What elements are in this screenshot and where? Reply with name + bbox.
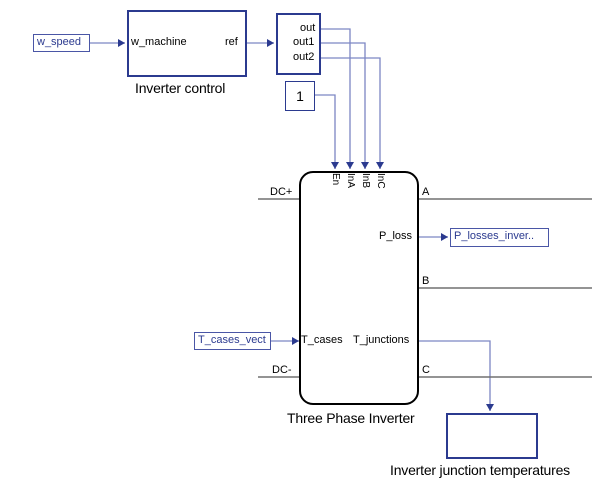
demux-block[interactable]	[276, 13, 321, 75]
p-losses-tag[interactable]: P_losses_inver..	[450, 228, 549, 247]
inverter-port-p-loss: P_loss	[379, 230, 413, 242]
wire-out[interactable]	[320, 28, 354, 169]
demux-port-out: out	[300, 22, 316, 34]
inverter-port-en: En	[330, 173, 341, 186]
inverter-port-c: C	[422, 364, 430, 376]
inverter-caption: Three Phase Inverter	[287, 410, 415, 426]
inverter-control-block[interactable]	[127, 10, 247, 77]
inverter-control-input-port: w_machine	[131, 36, 187, 48]
inverter-port-t-junctions: T_junctions	[353, 334, 410, 346]
inverter-port-ina: InA	[345, 173, 356, 189]
inverter-port-dc-plus: DC+	[270, 186, 293, 198]
scope-caption: Inverter junction temperatures	[390, 462, 570, 478]
inverter-port-a: A	[422, 186, 430, 198]
demux-port-out2: out2	[293, 51, 315, 63]
inverter-port-t-cases: T_cases	[301, 334, 343, 346]
inverter-port-dc-minus: DC-	[272, 364, 292, 376]
inverter-control-caption: Inverter control	[135, 80, 226, 96]
wire-enable[interactable]	[314, 94, 339, 169]
three-phase-inverter-block[interactable]	[299, 171, 419, 405]
inverter-port-inc: InC	[375, 173, 386, 189]
wire-t-junctions[interactable]	[418, 340, 494, 411]
inverter-port-b: B	[422, 275, 430, 287]
t-cases-tag[interactable]: T_cases_vect	[194, 332, 271, 350]
w-speed-tag[interactable]: w_speed	[33, 34, 90, 52]
wire-out2[interactable]	[320, 57, 384, 169]
constant-block[interactable]: 1	[285, 81, 315, 111]
inverter-control-output-port: ref	[225, 36, 238, 48]
wire-out1[interactable]	[320, 42, 369, 169]
demux-port-out1: out1	[293, 36, 315, 48]
junction-temperature-scope[interactable]	[446, 413, 538, 459]
inverter-port-inb: InB	[360, 173, 371, 189]
